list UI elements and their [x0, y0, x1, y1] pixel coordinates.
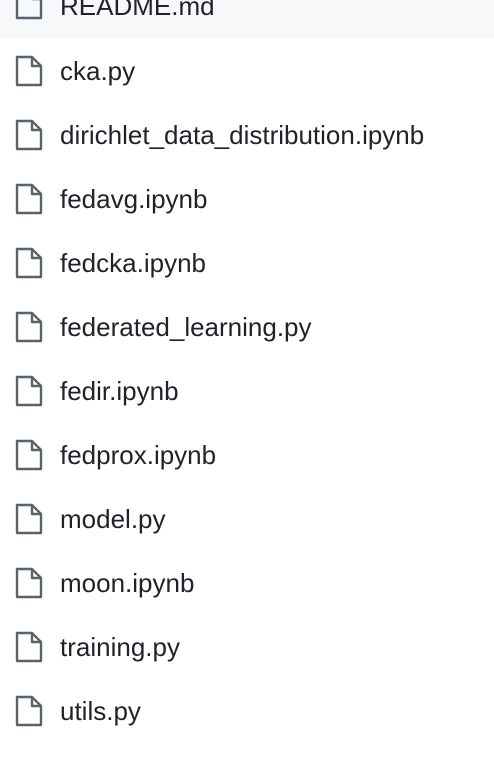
file-icon	[14, 119, 44, 151]
file-icon	[14, 695, 44, 727]
file-row-dirichlet[interactable]: dirichlet_data_distribution.ipynb	[0, 102, 494, 166]
file-name[interactable]: training.py	[60, 632, 180, 662]
file-icon	[14, 247, 44, 279]
file-icon	[14, 55, 44, 87]
file-name[interactable]: fedavg.ipynb	[60, 184, 208, 214]
file-row-fedir[interactable]: fedir.ipynb	[0, 358, 494, 422]
file-row-federated-learning[interactable]: federated_learning.py	[0, 294, 494, 358]
file-name[interactable]: cka.py	[60, 56, 136, 86]
file-name[interactable]: README.md	[60, 0, 215, 21]
file-name[interactable]: moon.ipynb	[60, 568, 195, 598]
file-name[interactable]: utils.py	[60, 696, 141, 726]
file-name[interactable]: federated_learning.py	[60, 312, 312, 342]
file-icon	[14, 631, 44, 663]
file-icon	[14, 0, 44, 20]
file-name[interactable]: dirichlet_data_distribution.ipynb	[60, 120, 425, 150]
file-icon	[14, 311, 44, 343]
file-name[interactable]: model.py	[60, 504, 166, 534]
file-icon	[14, 503, 44, 535]
file-row-fedcka[interactable]: fedcka.ipynb	[0, 230, 494, 294]
file-row-fedavg[interactable]: fedavg.ipynb	[0, 166, 494, 230]
file-icon	[14, 567, 44, 599]
file-row-readme[interactable]: README.md	[0, 0, 494, 38]
file-icon	[14, 439, 44, 471]
file-row-training[interactable]: training.py	[0, 614, 494, 678]
file-name[interactable]: fedir.ipynb	[60, 376, 179, 406]
file-row-moon[interactable]: moon.ipynb	[0, 550, 494, 614]
file-row-utils[interactable]: utils.py	[0, 678, 494, 742]
file-name[interactable]: fedprox.ipynb	[60, 440, 217, 470]
file-icon	[14, 183, 44, 215]
file-name[interactable]: fedcka.ipynb	[60, 248, 206, 278]
file-icon	[14, 375, 44, 407]
file-row-cka[interactable]: cka.py	[0, 38, 494, 102]
file-row-fedprox[interactable]: fedprox.ipynb	[0, 422, 494, 486]
file-row-model[interactable]: model.py	[0, 486, 494, 550]
